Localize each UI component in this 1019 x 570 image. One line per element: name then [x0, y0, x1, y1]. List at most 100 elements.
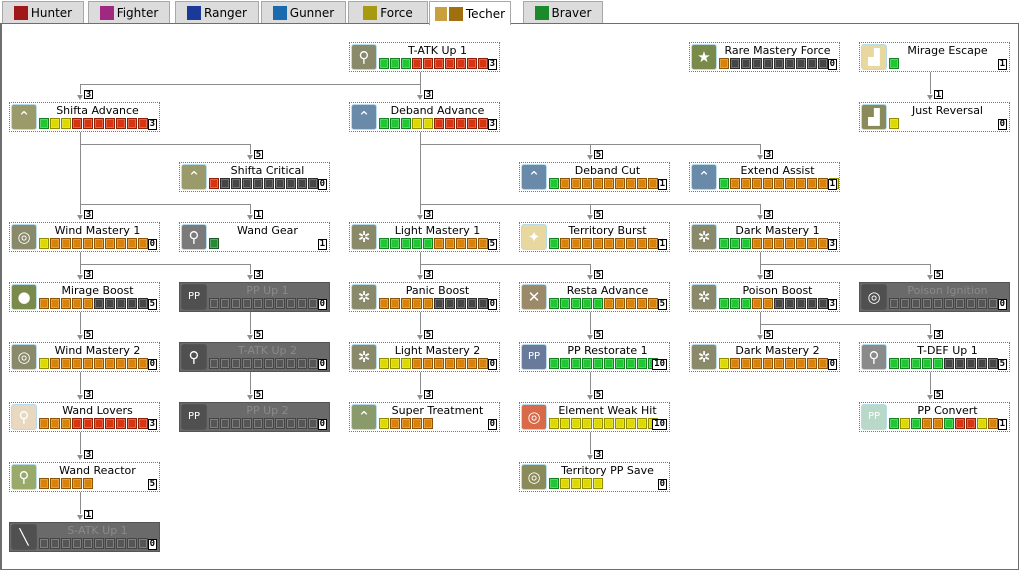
level-box [571, 298, 581, 309]
level-box [83, 358, 93, 369]
level-box [116, 298, 126, 309]
level-box [379, 418, 389, 429]
skill-glyph: PP [527, 351, 541, 362]
level-box [61, 538, 71, 549]
current-level-badge: 0 [487, 359, 497, 370]
level-box [955, 418, 965, 429]
current-level-badge: 1 [997, 419, 1007, 430]
force-icon [363, 6, 378, 20]
skill-glyph: ✲ [357, 348, 371, 366]
skill-level-bar [39, 478, 94, 489]
skill-name: PP Restorate 1 [567, 344, 648, 357]
skill-level-bar [209, 238, 220, 249]
level-box [593, 478, 603, 489]
level-box [220, 418, 230, 429]
level-box [94, 538, 104, 549]
skill-name: Just Reversal [911, 104, 983, 117]
level-box [582, 298, 592, 309]
level-box [752, 178, 762, 189]
connector-arrow-icon [757, 155, 763, 160]
tab-ranger[interactable]: Ranger [175, 1, 259, 24]
skill-name: Deband Advance [390, 104, 485, 117]
level-box [922, 298, 932, 309]
connector-arrow-icon [587, 215, 593, 220]
level-box [231, 418, 241, 429]
tab-gunner[interactable]: Gunner [261, 1, 346, 24]
level-box [571, 178, 581, 189]
level-box [478, 358, 488, 369]
level-box [593, 178, 603, 189]
level-box [401, 118, 411, 129]
level-box [127, 418, 137, 429]
skill-glyph: ◎ [17, 348, 31, 366]
level-box [560, 478, 570, 489]
level-box [988, 418, 998, 429]
tab-hunter[interactable]: Hunter [2, 1, 84, 24]
level-box [719, 238, 729, 249]
level-box [719, 358, 729, 369]
skill-level-bar [379, 418, 434, 429]
level-box [445, 358, 455, 369]
level-box [61, 478, 71, 489]
level-box [604, 178, 614, 189]
connector-arrow-icon [247, 395, 253, 400]
connector-arrow-icon [587, 275, 593, 280]
deband-advance-icon: ⌃ [351, 104, 377, 130]
level-box [911, 358, 921, 369]
level-box [889, 358, 899, 369]
level-box [445, 298, 455, 309]
level-box [626, 358, 636, 369]
tab-force[interactable]: Force [348, 1, 428, 24]
level-box [774, 238, 784, 249]
connector-arrow-icon [757, 215, 763, 220]
level-box [966, 418, 976, 429]
level-box [900, 418, 910, 429]
level-box [286, 298, 296, 309]
skill-glyph: ✲ [697, 288, 711, 306]
level-box [308, 178, 318, 189]
required-level-label: 3 [764, 270, 773, 280]
tab-braver[interactable]: Braver [523, 1, 603, 24]
tab-fighter[interactable]: Fighter [88, 1, 170, 24]
level-box [72, 298, 82, 309]
tab-techer[interactable]: Techer [429, 1, 511, 25]
required-level-label: 5 [424, 330, 433, 340]
skill-level-bar [549, 418, 659, 429]
level-box [61, 358, 71, 369]
required-level-label: 5 [934, 270, 943, 280]
